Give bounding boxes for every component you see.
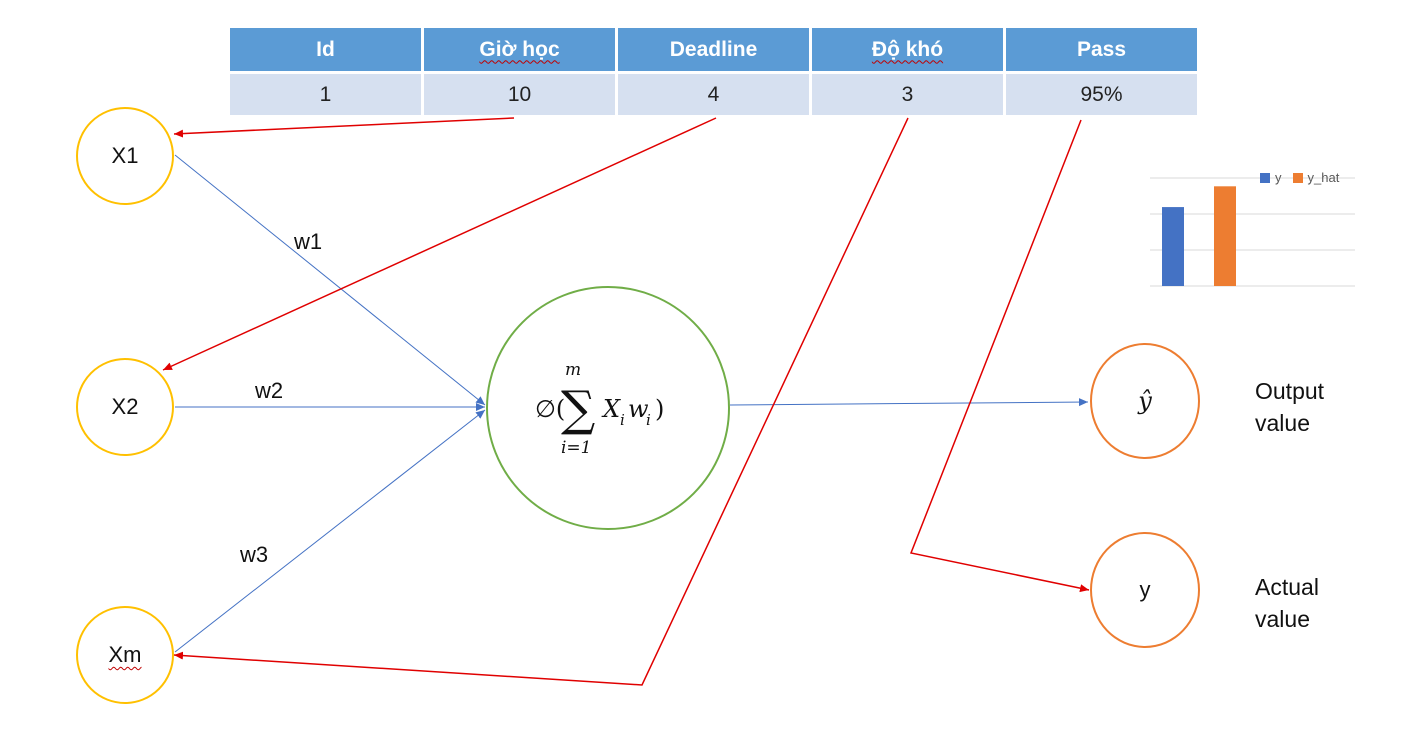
output-node-y: y — [1090, 532, 1200, 648]
col-gio-hoc-header: Giờ học — [424, 28, 618, 74]
data-table: Id Giờ học Deadline Độ khó Pass 1 10 4 3… — [230, 28, 1197, 115]
formula-w-subscript: i — [646, 411, 651, 429]
edge-xm-to-neuron — [174, 409, 486, 653]
col-do-kho-header: Độ khó — [812, 28, 1006, 74]
chart-bar-y-hat — [1214, 186, 1236, 286]
formula-lower-limit: i=1 — [561, 438, 592, 458]
weight-w3-label: w3 — [240, 542, 269, 567]
output-node-yhat-label: ŷ — [1138, 387, 1152, 415]
input-node-x2: X2 — [76, 358, 174, 456]
formula-upper-limit: m — [565, 360, 581, 380]
chart-bar-y — [1162, 207, 1184, 286]
output-value-caption: Output value — [1255, 375, 1324, 439]
actual-caption-line1: Actual — [1255, 574, 1319, 600]
edge-x1-to-neuron — [174, 154, 486, 406]
legend-label-y: y — [1275, 170, 1282, 185]
output-node-yhat: ŷ — [1090, 343, 1200, 459]
input-node-x1: X1 — [76, 107, 174, 205]
weight-w2-label: w2 — [255, 378, 284, 403]
legend-label-y-hat: y_hat — [1307, 170, 1340, 185]
map-pass-to-y — [909, 119, 1090, 593]
map-deadline-to-x2 — [162, 117, 717, 371]
input-node-x2-label: X2 — [111, 394, 139, 419]
actual-value-caption: Actual value — [1255, 571, 1319, 635]
formula-x-term: X — [601, 395, 621, 423]
formula-close-paren: ) — [655, 395, 664, 423]
output-node-y-label: y — [1139, 577, 1151, 602]
weight-w1-label: w1 — [294, 229, 323, 254]
chart-legend: y y_hat — [1260, 170, 1339, 185]
output-caption-line1: Output — [1255, 378, 1325, 404]
map-do-kho-to-xm — [173, 117, 909, 686]
cell-deadline: 4 — [618, 74, 812, 115]
legend-swatch-y-hat — [1292, 172, 1303, 183]
col-deadline-header: Deadline — [618, 28, 812, 74]
actual-caption-line2: value — [1255, 606, 1310, 632]
input-node-xm-label: Xm — [108, 642, 142, 667]
cell-pass: 95% — [1006, 74, 1197, 115]
cell-id: 1 — [230, 74, 424, 115]
col-id-header: Id — [230, 28, 424, 74]
formula-w-term: w — [628, 395, 649, 423]
map-gio-hoc-to-x1 — [173, 117, 515, 138]
formula-phi: ∅( — [535, 395, 565, 423]
input-node-x1-label: X1 — [111, 143, 139, 168]
col-pass-header: Pass — [1006, 28, 1197, 74]
comparison-bar-chart — [1150, 177, 1355, 287]
table-row: 1 10 4 3 95% — [230, 74, 1197, 115]
neuron-node — [486, 286, 730, 530]
table-header-row: Id Giờ học Deadline Độ khó Pass — [230, 28, 1197, 74]
neuron-formula: ∅( m ∑ i=1 X i w i ) — [535, 360, 664, 458]
formula-x-subscript: i — [620, 411, 625, 429]
edge-neuron-to-yhat — [729, 398, 1089, 407]
output-caption-line2: value — [1255, 410, 1310, 436]
legend-swatch-y — [1260, 172, 1270, 183]
input-node-xm: Xm — [76, 606, 174, 704]
cell-do-kho: 3 — [812, 74, 1006, 115]
formula-sum-sign: ∑ — [561, 381, 595, 437]
cell-gio-hoc: 10 — [424, 74, 618, 115]
